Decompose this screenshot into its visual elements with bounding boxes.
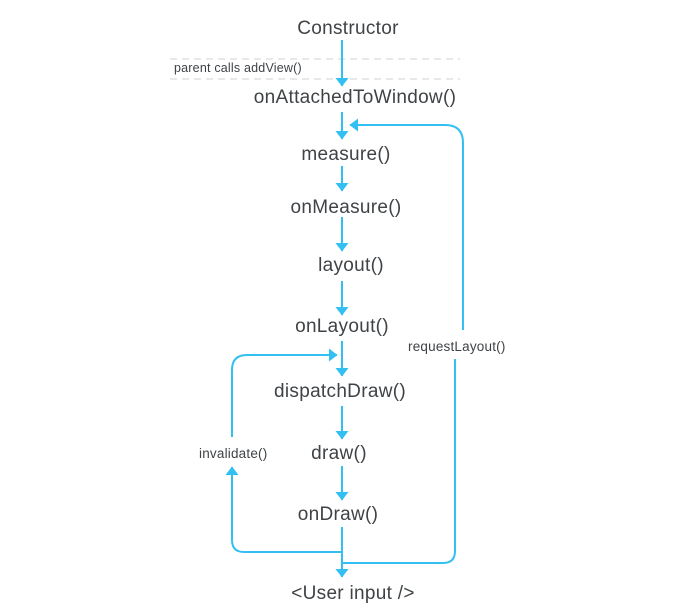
label-invalidate: invalidate() xyxy=(199,446,268,461)
parent-calls-dashed-divider xyxy=(170,58,460,80)
label-requestlayout: requestLayout() xyxy=(408,339,506,354)
node-ondraw: onDraw() xyxy=(297,504,379,525)
node-onlayout: onLayout() xyxy=(295,316,389,337)
request-layout-loop-lower xyxy=(342,359,456,564)
node-measure: measure() xyxy=(301,144,391,165)
node-user-input: <User input /> xyxy=(291,583,415,604)
node-onmeasure: onMeasure() xyxy=(290,197,402,218)
invalidate-loop-lower xyxy=(225,466,342,553)
node-draw: draw() xyxy=(311,443,367,464)
label-parent-calls-addview: parent calls addView() xyxy=(174,61,302,75)
invalidate-loop-upper xyxy=(231,348,338,437)
node-layout: layout() xyxy=(318,255,384,276)
node-onattachedtowindow: onAttachedToWindow() xyxy=(253,87,457,108)
node-dispatchdraw: dispatchDraw() xyxy=(274,381,406,402)
node-constructor: Constructor xyxy=(297,18,399,39)
request-layout-loop-upper xyxy=(349,118,464,330)
